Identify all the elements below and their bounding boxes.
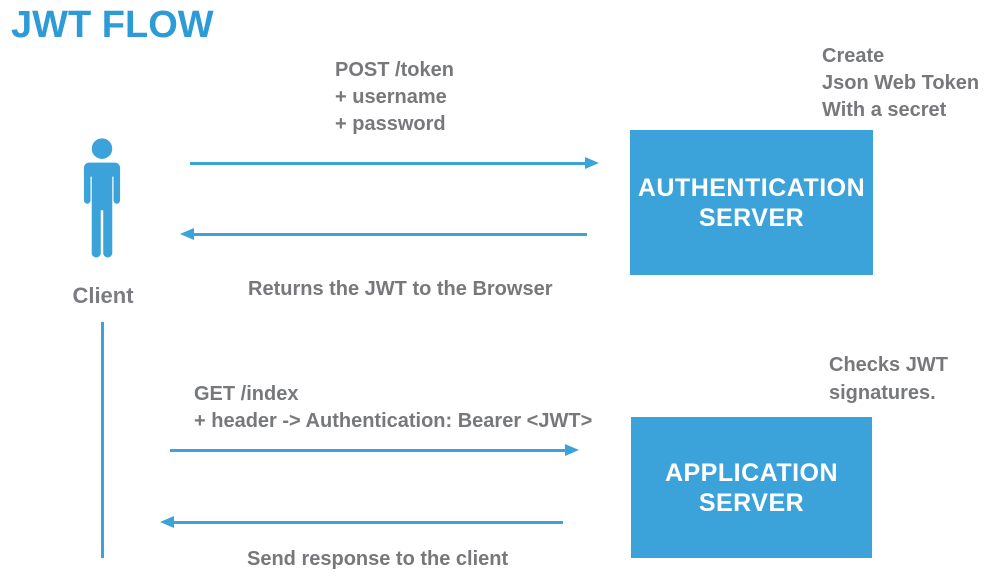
server-name-line: APPLICATION xyxy=(664,458,839,487)
server-name-line: AUTHENTICATION xyxy=(637,173,866,202)
client-label: Client xyxy=(72,283,134,308)
note-post-token: POST /token + username + password xyxy=(335,57,454,138)
note-line: Json Web Token xyxy=(822,72,980,94)
note-line: With a secret xyxy=(822,99,947,121)
arrow-line xyxy=(170,449,569,452)
application-server-box: APPLICATION SERVER xyxy=(631,417,872,558)
client-lifeline xyxy=(101,322,104,558)
page-title: JWT FLOW xyxy=(11,4,214,46)
note-get-index: GET /index + header -> Authentication: B… xyxy=(194,381,592,435)
arrowhead-left-icon xyxy=(160,516,174,528)
server-name-line: SERVER xyxy=(698,203,805,232)
person-icon xyxy=(79,137,125,263)
note-line: GET /index xyxy=(194,383,299,405)
note-create-token: Create Json Web Token With a secret xyxy=(822,43,979,124)
arrowhead-left-icon xyxy=(180,228,194,240)
note-line: + header -> Authentication: Bearer <JWT> xyxy=(194,410,593,432)
arrowhead-right-icon xyxy=(565,444,579,456)
arrow-line xyxy=(190,233,587,236)
note-line: Send response to the client xyxy=(247,548,509,570)
note-line: Create xyxy=(822,45,885,67)
arrow-get-index xyxy=(170,444,579,456)
arrow-returns-jwt xyxy=(180,228,587,240)
note-send-response: Send response to the client xyxy=(247,546,508,573)
arrow-line xyxy=(170,521,563,524)
client-actor xyxy=(79,137,125,263)
arrowhead-right-icon xyxy=(585,157,599,169)
note-line: Checks JWT xyxy=(829,354,948,376)
note-line: + username xyxy=(335,86,447,108)
note-line: + password xyxy=(335,113,446,135)
arrow-post-token xyxy=(190,157,599,169)
note-line: POST /token xyxy=(335,59,454,81)
note-line: signatures. xyxy=(829,382,936,404)
authentication-server-box: AUTHENTICATION SERVER xyxy=(630,130,873,275)
arrow-line xyxy=(190,162,589,165)
arrow-send-response xyxy=(160,516,563,528)
note-line: Returns the JWT to the Browser xyxy=(248,278,553,300)
note-checks-jwt: Checks JWT signatures. xyxy=(829,351,948,407)
note-returns-jwt: Returns the JWT to the Browser xyxy=(248,276,552,303)
server-name-line: SERVER xyxy=(698,488,805,517)
